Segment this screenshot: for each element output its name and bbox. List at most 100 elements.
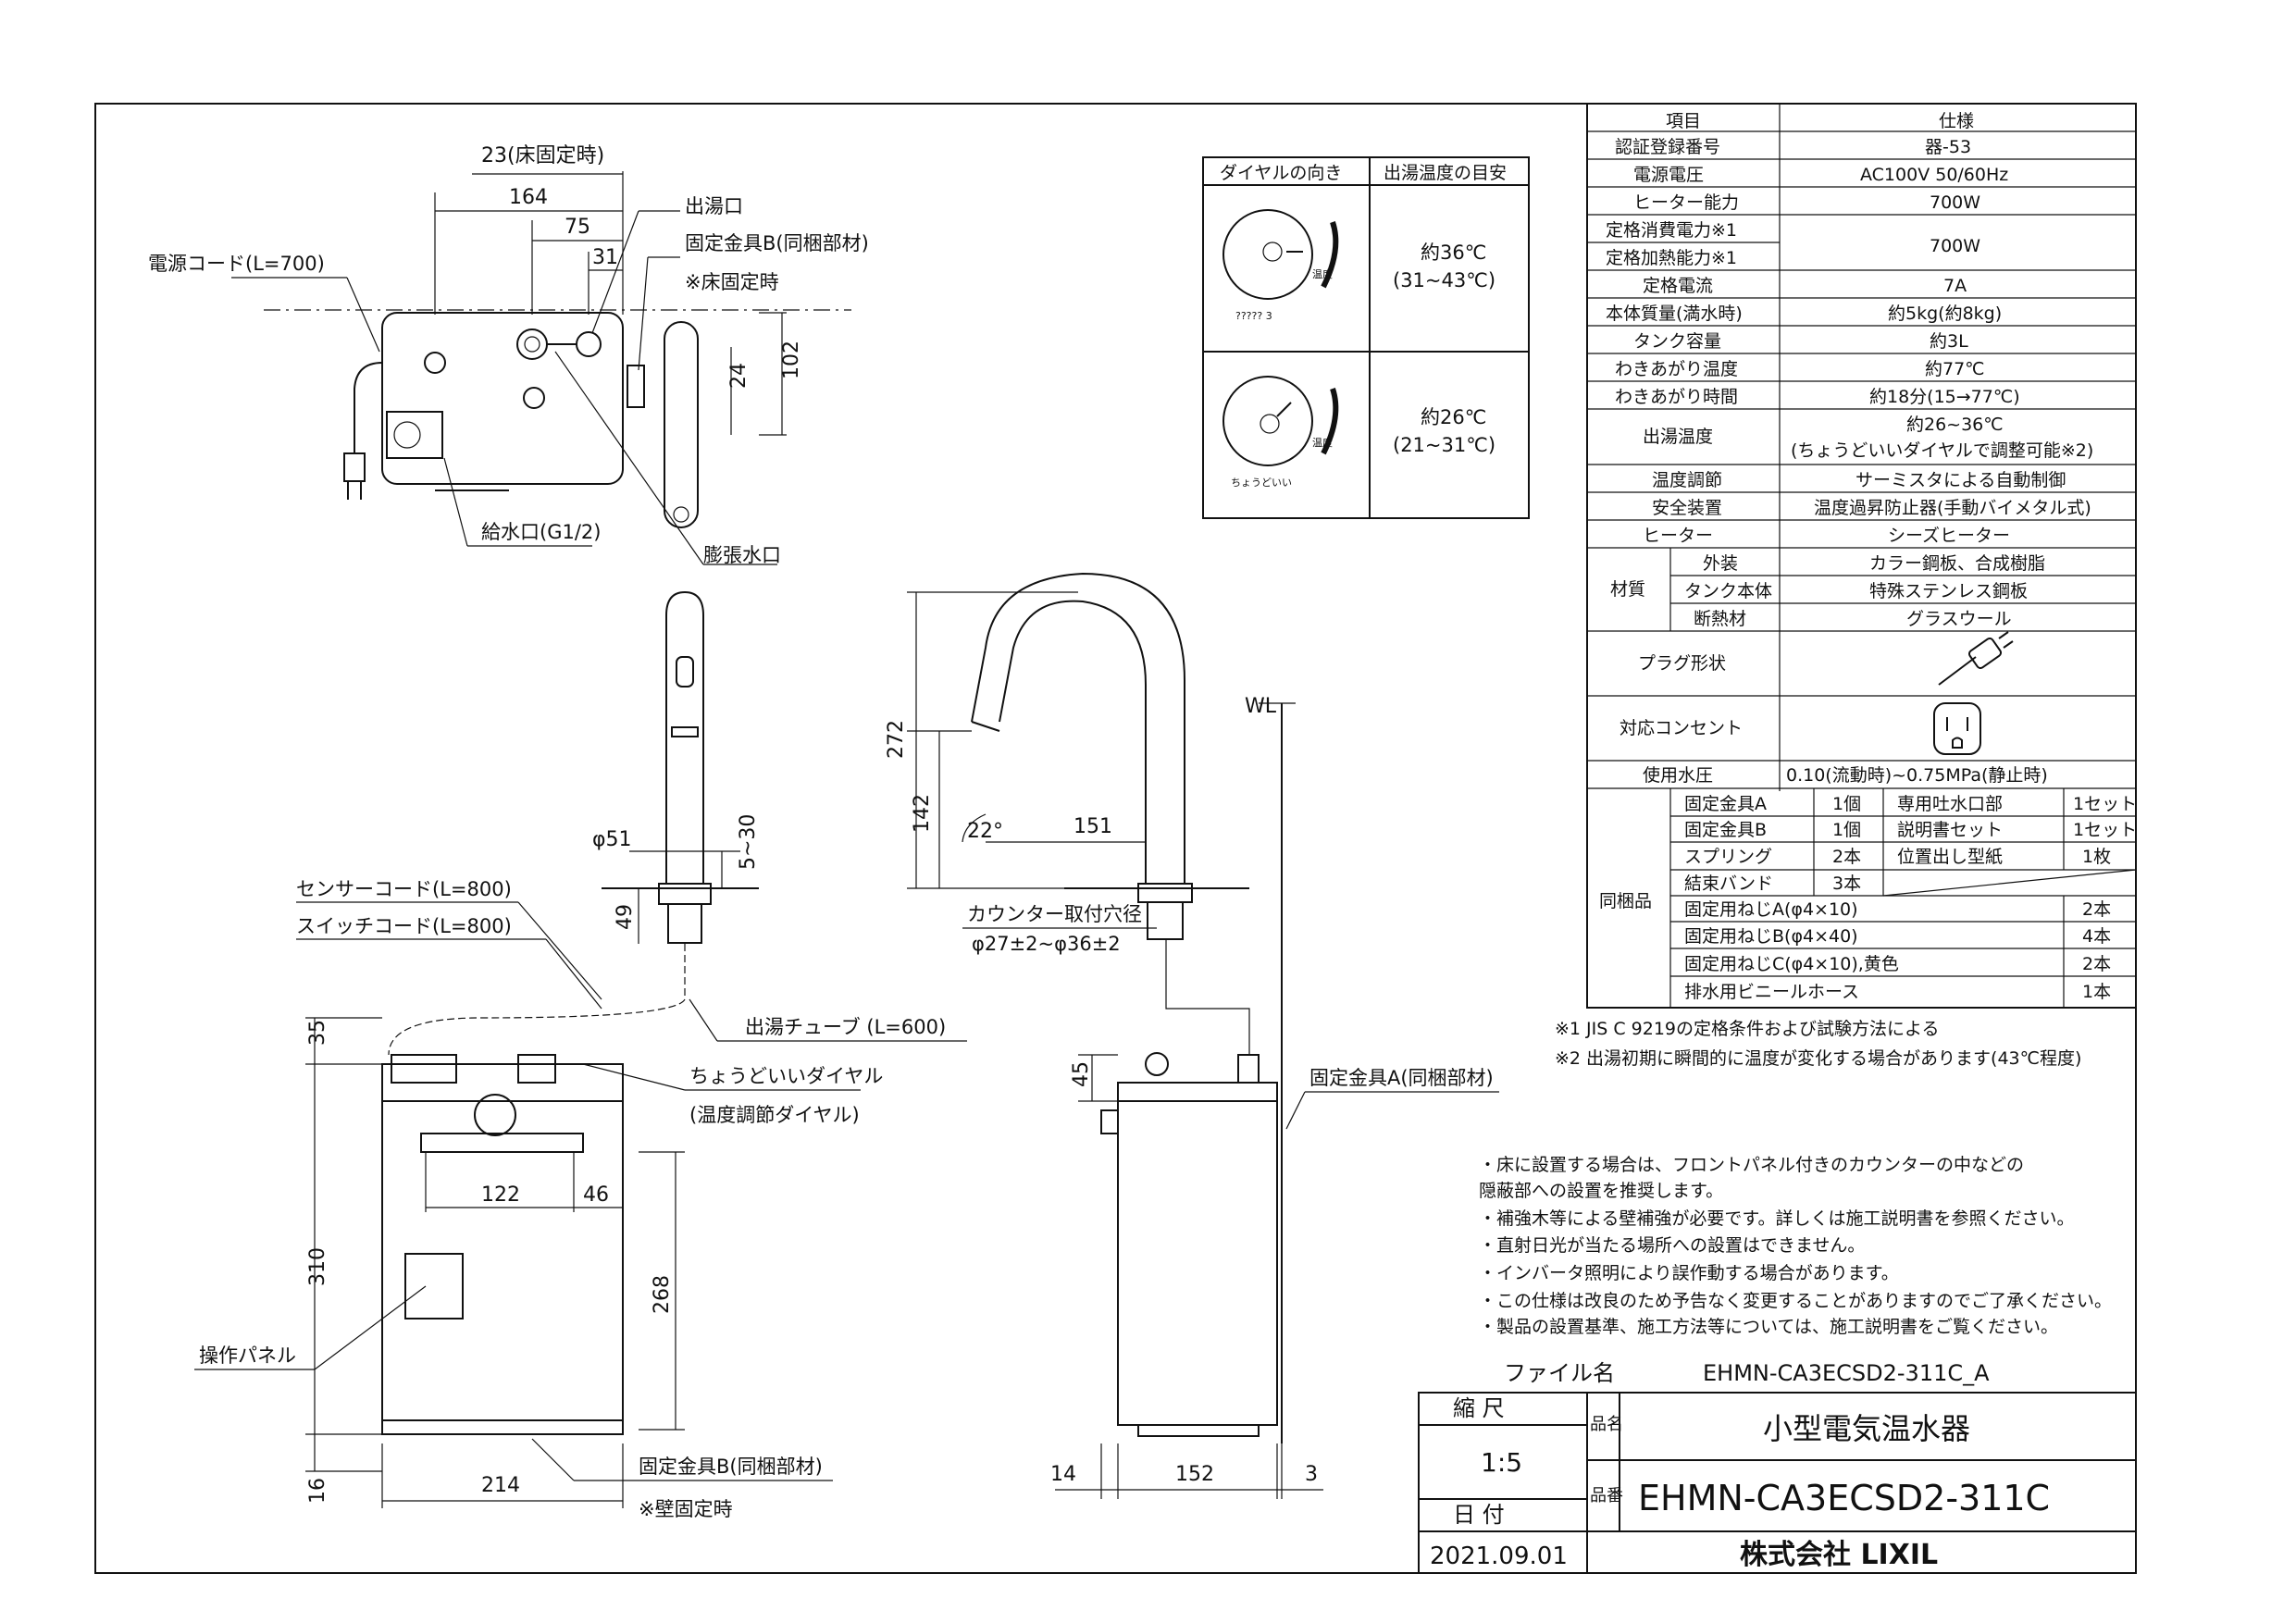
note-line-0: ・床に設置する場合は、フロントパネル付きのカウンターの中などの — [1479, 1155, 2024, 1175]
dim-268: 268 — [651, 1275, 674, 1314]
spec-label-9: わきあがり時間 — [1615, 387, 1738, 407]
spec-outlet-temp-label: 出湯温度 — [1643, 427, 1713, 447]
dial-sub-label: (温度調節ダイヤル) — [689, 1104, 860, 1126]
spec-label-1: 電源電圧 — [1633, 165, 1704, 185]
cord-routing — [388, 944, 686, 1056]
footnote-1: ※1 JIS C 9219の定格条件および試験方法による — [1555, 1019, 1939, 1039]
dial-temp-2: 約26℃ — [1421, 406, 1486, 428]
spec-value-0: 器-53 — [1925, 137, 1971, 157]
dim-272: 272 — [885, 720, 908, 759]
spec-label-4: 定格加熱能力※1 — [1606, 248, 1737, 268]
outlet-icon — [1933, 702, 1981, 755]
scale-value: 1:5 — [1481, 1447, 1522, 1478]
spec-power-merged: 700W — [1930, 236, 1980, 256]
note-line-4: ・インバータ照明により誤作動する場合があります。 — [1479, 1263, 1899, 1283]
power-cord — [354, 362, 383, 453]
spec-label-2: ヒーター能力 — [1633, 192, 1739, 213]
dial-marks-2: ちょうどいい — [1231, 477, 1292, 489]
spec-value-8: 約77℃ — [1925, 359, 1985, 379]
spec-material-value-2: グラスウール — [1906, 609, 2012, 629]
sheet-border — [94, 103, 2137, 1574]
bundled-a-item2-1: 説明書セット — [1897, 820, 2003, 840]
note-line-1: 隠蔽部への設置を推奨します。 — [1479, 1181, 1723, 1201]
dial-label: ちょうどいいダイヤル — [689, 1065, 883, 1087]
bundled-b-rows: 固定用ねじA(φ4×10) 2本 固定用ねじB(φ4×40) 4本 固定用ねじC… — [1684, 899, 2111, 1002]
spec-label-r2-2: ヒーター — [1643, 526, 1713, 546]
bundled-b-item-3: 排水用ビニールホース — [1684, 982, 1859, 1002]
dim-35: 35 — [306, 1020, 329, 1046]
dim-152: 152 — [1175, 1463, 1214, 1486]
bundled-a-item-2: スプリング — [1684, 847, 1772, 867]
spec-material-1: タンク本体 — [1684, 581, 1772, 601]
bracket-b-top-label: 固定金具B(同梱部材) — [685, 232, 869, 254]
spec-label-0: 認証登録番号 — [1615, 137, 1720, 157]
switch-cord-label: スイッチコード(L=800) — [296, 915, 512, 937]
dim-49: 49 — [614, 904, 637, 930]
date-value: 2021.09.01 — [1430, 1542, 1568, 1570]
bundled-a-qty2-2: 1枚 — [2082, 847, 2111, 867]
spec-material-2: 断熱材 — [1694, 609, 1746, 629]
faucet-side-view: 272 142 151 22° カウンター取付穴径 φ27±2~φ36±2 — [885, 572, 1249, 955]
company-logo: 株式会社 LIXIL — [1740, 1539, 1938, 1571]
bundled-a-item-1: 固定金具B — [1684, 820, 1767, 840]
bundled-b-qty-3: 1本 — [2082, 982, 2111, 1002]
spec-plug-label: プラグ形状 — [1638, 653, 1726, 674]
dial-range-2: (21~31℃) — [1393, 434, 1496, 456]
scale-label: 縮 尺 — [1453, 1395, 1505, 1421]
name-label: 品名 — [1590, 1415, 1623, 1434]
spec-header-spec: 仕様 — [1939, 111, 1974, 131]
spec-table: 項目 仕様 認証登録番号 器-53 電源電圧 AC100V 50/60Hz ヒー… — [1586, 103, 2137, 1009]
dial-icon-1 — [1222, 209, 1313, 300]
spec-material-0: 外装 — [1703, 553, 1738, 574]
panel-label: 操作パネル — [199, 1344, 296, 1367]
spec-outlet-temp-2: (ちょうどいいダイヤルで調整可能※2) — [1791, 440, 2093, 461]
dial-temp-1: 約36℃ — [1421, 242, 1486, 264]
note-line-5: ・この仕様は改良のため予告なく変更することがありますのでご了承ください。 — [1479, 1291, 2112, 1311]
spec-value-r2-0: サーミスタによる自動制御 — [1855, 470, 2066, 490]
title-block: ファイル名 EHMN-CA3ECSD2-311C_A 縮 尺 1:5 日 付 2… — [1418, 1360, 2137, 1574]
bundled-b-item-1: 固定用ねじB(φ4×40) — [1684, 926, 1858, 947]
spec-label-7: タンク容量 — [1633, 331, 1721, 352]
bracket-b-top — [627, 365, 645, 408]
date-label: 日 付 — [1453, 1502, 1505, 1528]
spec-label-3: 定格消費電力※1 — [1606, 220, 1737, 241]
dim-31: 31 — [592, 246, 618, 269]
counter-hole-label: カウンター取付穴径 — [967, 903, 1142, 925]
dim-122: 122 — [481, 1183, 520, 1207]
spec-pressure-label: 使用水圧 — [1643, 765, 1713, 786]
wall-fix-label: ※壁固定時 — [639, 1498, 733, 1520]
dim-45: 45 — [1070, 1061, 1093, 1087]
bracket-b-bottom-label: 固定金具B(同梱部材) — [639, 1456, 823, 1478]
bundled-b-qty-1: 4本 — [2082, 926, 2111, 947]
water-inlet-label: 給水口(G1/2) — [481, 521, 601, 543]
dim-23: 23(床固定時) — [481, 144, 604, 167]
bundled-a-qty2-1: 1セット — [2073, 820, 2137, 840]
tube-label: 出湯チューブ (L=600) — [745, 1016, 946, 1038]
heater-body-front — [381, 1100, 624, 1421]
floor-fix-top-label: ※床固定時 — [685, 271, 779, 293]
sensor-cord-label: センサーコード(L=800) — [296, 878, 512, 900]
center-hole — [523, 387, 545, 409]
dial-table: ダイヤルの向き 出湯温度の目安 温度 ????? 3 約36℃ (31~43℃)… — [1202, 156, 1530, 519]
bracket-a-label: 固定金具A(同梱部材) — [1309, 1067, 1494, 1089]
bundled-a-qty-2: 2本 — [1832, 847, 1861, 867]
spec-value-r2-2: シーズヒーター — [1888, 526, 2010, 546]
spec-value-r2-1: 温度過昇防止器(手動バイメタル式) — [1814, 498, 2091, 518]
dim-14: 14 — [1050, 1463, 1076, 1486]
power-cord-label: 電源コード(L=700) — [148, 253, 325, 275]
dial-icon-2 — [1222, 376, 1313, 466]
spec-label-r2-1: 安全装置 — [1652, 498, 1722, 518]
expansion-label: 膨張水口 — [703, 544, 781, 566]
notes: ・床に設置する場合は、フロントパネル付きのカウンターの中などの 隠蔽部への設置を… — [1479, 1155, 2112, 1337]
spec-value-5: 7A — [1943, 276, 1967, 296]
bundled-a-qty-0: 1個 — [1832, 794, 1861, 814]
spec-value-9: 約18分(15→77℃) — [1869, 387, 2020, 407]
plug — [343, 452, 366, 482]
spec-label-r2-0: 温度調節 — [1652, 470, 1722, 490]
wl-label: WL — [1245, 695, 1277, 718]
faucet-front — [665, 590, 704, 884]
operation-panel — [404, 1253, 464, 1319]
bundled-b-qty-0: 2本 — [2082, 899, 2111, 920]
spout-top — [664, 321, 699, 528]
